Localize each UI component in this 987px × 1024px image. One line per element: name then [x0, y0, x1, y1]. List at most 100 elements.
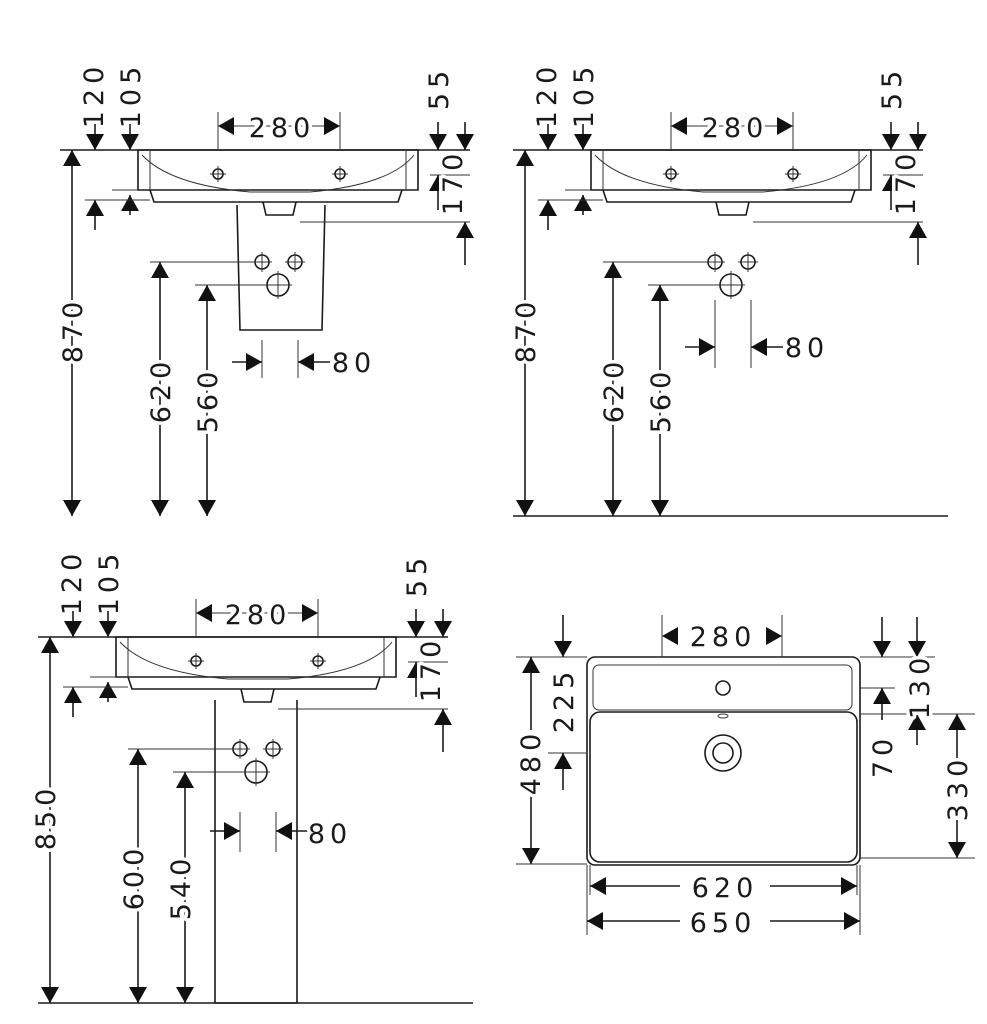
dim-height: 870: [511, 297, 542, 364]
arrow-up-icon: [121, 195, 139, 211]
dim-80: 80: [308, 819, 352, 850]
drain-inner-icon: [712, 742, 734, 764]
dim-170: 170: [891, 149, 922, 216]
dim-480: 480: [516, 729, 547, 796]
basin-outline: [115, 636, 397, 678]
arrow-up-icon: [604, 262, 622, 278]
arrow-up-icon: [176, 772, 194, 788]
arrow-right-icon: [224, 822, 240, 840]
arrow-down-icon: [41, 987, 59, 1003]
arrow-down-icon: [64, 621, 82, 637]
arrow-down-icon: [554, 641, 572, 657]
basin-outline: [137, 149, 419, 191]
dim-80: 80: [785, 333, 829, 364]
arrow-down-icon: [948, 842, 966, 858]
arrow-left-icon: [587, 912, 603, 930]
arrow-right-icon: [324, 117, 340, 135]
arrow-down-icon: [456, 134, 474, 150]
arrow-left-icon: [590, 877, 606, 895]
arrow-right-icon: [302, 604, 318, 622]
arrow-down-icon: [99, 621, 117, 637]
dim-waste-height: 560: [193, 367, 224, 434]
dim-supply-height: 620: [599, 357, 630, 424]
arrow-up-icon: [129, 749, 147, 765]
arrow-right-icon: [766, 627, 782, 645]
dim-280: 280: [225, 600, 292, 631]
bowl-curve: [119, 641, 393, 680]
arrow-up-icon: [522, 657, 540, 673]
dim-170: 170: [438, 149, 469, 216]
arrow-down-icon: [86, 134, 104, 150]
side-view-wall: 120 105 280 55 170 870 620 560 80: [508, 58, 948, 517]
basin-outline: [590, 149, 872, 191]
arrow-down-icon: [129, 987, 147, 1003]
arrow-up-icon: [516, 150, 534, 166]
dim-70: 70: [868, 734, 899, 778]
arrow-down-icon: [651, 500, 669, 516]
arrow-up-icon: [151, 262, 169, 278]
arrow-up-icon: [456, 222, 474, 238]
arrow-left-icon: [671, 117, 687, 135]
bowl-outline: [589, 711, 858, 863]
arrow-left-icon: [276, 822, 292, 840]
arrow-up-icon: [651, 285, 669, 301]
arrow-up-icon: [554, 753, 572, 769]
arrow-up-icon: [41, 637, 59, 653]
arrow-up-icon: [407, 662, 425, 678]
arrow-right-icon: [841, 877, 857, 895]
drain-outer-icon: [704, 734, 742, 772]
overflow-icon: [717, 713, 729, 719]
dim-170: 170: [416, 636, 447, 703]
basin-underside: [127, 676, 381, 690]
side-view-floor-pedestal: 120 105 280 55 170 850 600 540 80: [28, 545, 473, 1004]
dim-330: 330: [943, 755, 974, 822]
top-view: 280 225 480 130 70 330 620 650: [513, 615, 978, 943]
pedestal: [214, 700, 298, 1004]
dim-height: 870: [58, 297, 89, 364]
dim-105: 105: [116, 62, 147, 129]
arrow-down-icon: [516, 500, 534, 516]
arrow-down-icon: [121, 134, 139, 150]
dim-280: 280: [702, 113, 769, 144]
arrow-down-icon: [539, 134, 557, 150]
basin-outer-outline: [586, 656, 861, 866]
dim-225: 225: [549, 667, 580, 734]
arrow-up-icon: [63, 150, 81, 166]
arrow-up-icon: [882, 175, 900, 191]
dim-620: 620: [692, 873, 759, 904]
arrow-down-icon: [407, 621, 425, 637]
waste-outlet: [715, 201, 750, 216]
arrow-down-icon: [176, 987, 194, 1003]
arrow-down-icon: [574, 134, 592, 150]
arrow-right-icon: [246, 353, 262, 371]
dim-280: 280: [690, 622, 757, 653]
arrow-up-icon: [909, 222, 927, 238]
arrow-up-icon: [434, 709, 452, 725]
dim-130: 130: [905, 653, 936, 720]
dim-supply-height: 620: [146, 357, 177, 424]
arrow-down-icon: [873, 641, 891, 657]
arrow-up-icon: [99, 682, 117, 698]
arrow-right-icon: [777, 117, 793, 135]
dim-waste-height: 560: [646, 367, 677, 434]
arrow-down-icon: [908, 641, 926, 657]
dim-120: 120: [57, 549, 88, 616]
arrow-down-icon: [522, 848, 540, 864]
arrow-up-icon: [574, 195, 592, 211]
arrow-left-icon: [298, 353, 314, 371]
arrow-right-icon: [699, 338, 715, 356]
pedestal: [236, 204, 326, 331]
side-view-wall-pedestal: 120 105 280 55 170 870 620 560 80: [55, 58, 474, 516]
arrow-down-icon: [434, 621, 452, 637]
dim-55: 55: [424, 66, 455, 110]
bowl-curve: [594, 154, 868, 193]
arrow-left-icon: [196, 604, 212, 622]
arrow-left-icon: [751, 338, 767, 356]
arrow-up-icon: [948, 714, 966, 730]
arrow-left-icon: [218, 117, 234, 135]
arrow-down-icon: [151, 500, 169, 516]
dim-supply-height: 600: [119, 844, 150, 911]
dim-120: 120: [532, 62, 563, 129]
arrow-up-icon: [539, 200, 557, 216]
